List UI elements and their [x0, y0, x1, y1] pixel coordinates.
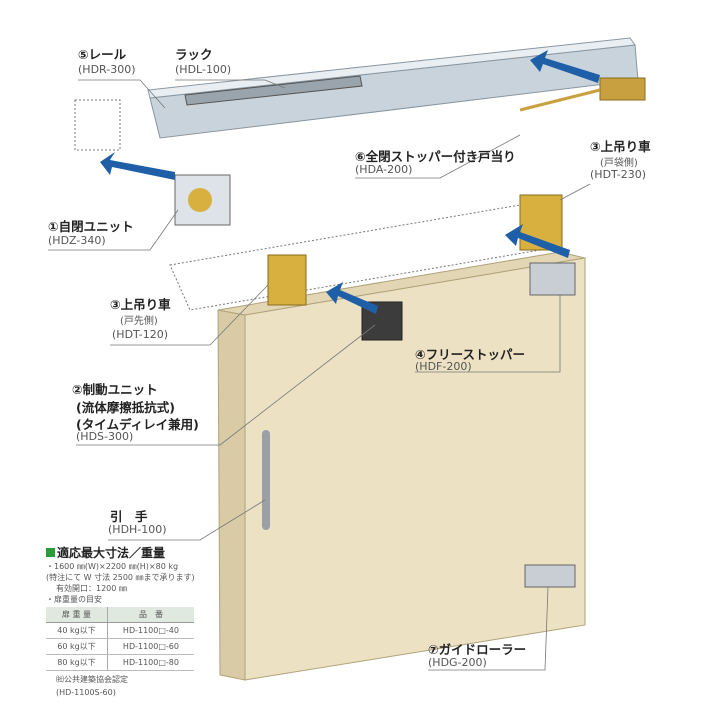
- hanger-front-side: (戸先側): [120, 316, 158, 327]
- door-edge: [217, 309, 246, 681]
- cell: 80 kg以下: [46, 654, 108, 671]
- green-square-icon: [46, 548, 55, 557]
- cell: 40 kg以下: [46, 622, 108, 639]
- leader-lines: [48, 79, 591, 671]
- spec-line: ・扉重量の目安: [46, 595, 102, 604]
- table-header: 扉 重 量: [46, 607, 108, 623]
- cell: 60 kg以下: [46, 638, 108, 655]
- cell: HD-1100□-40: [106, 622, 194, 639]
- arrow-icons: [100, 50, 600, 314]
- handle-code: (HDH-100): [108, 523, 167, 536]
- free-stopper-code: (HDF-200): [415, 360, 472, 373]
- brake-unit: [361, 301, 403, 341]
- free-stopper: [529, 262, 576, 296]
- brake-code: (HDS-300): [76, 430, 134, 443]
- brake-label: ②制動ユニット: [72, 382, 158, 397]
- hanger-front-code: (HDT-120): [112, 328, 168, 341]
- table-header: 品 番: [106, 607, 194, 623]
- rack-code: (HDL-100): [175, 63, 232, 76]
- spec-line: (特注にて W 寸法 2500 ㎜まで承ります): [46, 573, 195, 582]
- full-stopper-code: (HDA-200): [355, 163, 413, 176]
- spec-line: ・1600 ㎜(W)×2200 ㎜(H)×80 kg: [46, 562, 179, 571]
- rail-code: (HDR-300): [78, 63, 136, 76]
- hanger-front-label: ③上吊り車: [110, 297, 171, 312]
- handle-label: 引 手: [110, 509, 148, 524]
- full-stopper-label: ⑥全閉ストッパー付き戸当り: [355, 149, 516, 164]
- brake-delay: (タイムディレイ兼用): [76, 417, 199, 432]
- door-handle: [262, 430, 270, 530]
- cell: HD-1100□-80: [106, 654, 194, 671]
- self-close-code: (HDZ-340): [48, 234, 106, 247]
- door: [244, 257, 586, 681]
- hanger-pocket-side: (戸袋側): [600, 158, 638, 169]
- full-stopper: [599, 77, 646, 101]
- spec-title: 適応最大寸法／重量: [57, 546, 166, 560]
- guide-roller: [524, 564, 576, 588]
- self-close-label: ①自閉ユニット: [48, 219, 134, 234]
- cell: HD-1100□-60: [106, 638, 194, 655]
- hanger-front: [267, 254, 307, 306]
- hanger-pocket-label: ③上吊り車: [590, 139, 651, 154]
- rail-label: ⑤レール: [78, 47, 127, 62]
- spec-line: 有効開口：1200 ㎜: [56, 584, 127, 593]
- guide-roller-label: ⑦ガイドローラー: [428, 642, 527, 657]
- spec-note-code: (HD-1100S-60): [56, 688, 116, 697]
- rack: [184, 75, 363, 106]
- rail-top: [147, 37, 636, 99]
- rack-label: ラック: [175, 47, 213, 62]
- spec-note: ㈳公共建築協会認定: [56, 675, 128, 684]
- guide-roller-code: (HDG-200): [428, 656, 487, 669]
- free-stopper-label: ④フリーストッパー: [415, 347, 525, 362]
- spec-panel: 適応最大寸法／重量 ・1600 ㎜(W)×2200 ㎜(H)×80 kg (特注…: [46, 544, 206, 697]
- end-cap-outline: [74, 99, 121, 151]
- hanger-pocket-code: (HDT-230): [590, 168, 646, 181]
- brake-type: (流体摩擦抵抗式): [76, 400, 175, 415]
